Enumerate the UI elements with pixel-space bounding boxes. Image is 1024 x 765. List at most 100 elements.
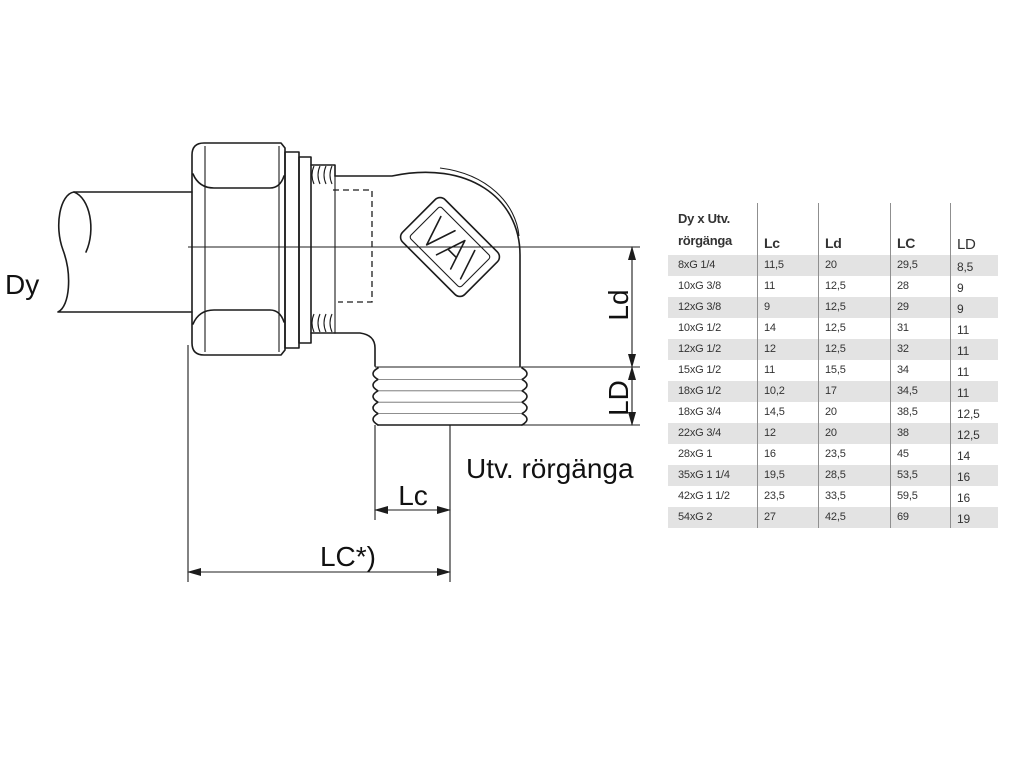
header-dimension-line1: Dy x Utv. (678, 211, 730, 226)
table-cell-lc-total: 59,5 (890, 486, 950, 507)
label-outlet-thread: Utv. rörgänga (466, 453, 634, 484)
label-lc-total: LC*) (320, 541, 376, 572)
table-cell-ld-thread: 11 (950, 339, 998, 360)
table-cell-ld: 12,5 (818, 276, 890, 297)
nut-facet-bottom (192, 309, 285, 325)
table-cell-lc-total: 38 (890, 423, 950, 444)
label-dy: Dy (5, 269, 39, 300)
manufacturer-logo (399, 196, 501, 298)
table-cell-ld-thread: 14 (950, 444, 998, 465)
table-cell-ld-thread: 11 (950, 381, 998, 402)
table-cell-dimension: 10xG 3/8 (678, 280, 722, 292)
table-cell-dimension: 54xG 2 (678, 511, 713, 523)
dimension-lc-total: LC*) (187, 541, 451, 576)
table-cell-ld: 33,5 (818, 486, 890, 507)
inlet-thread-crests-top (311, 165, 333, 185)
table-cell-ld-thread: 9 (950, 297, 998, 318)
inlet-thread-top-edge (310, 164, 336, 177)
elbow-body (334, 167, 521, 367)
pipe (57, 191, 193, 313)
table-cell-ld: 20 (818, 255, 890, 276)
nut-outline (191, 142, 286, 356)
table-cell-lc-total: 69 (890, 507, 950, 528)
table-cell-ld: 20 (818, 402, 890, 423)
table-cell-lc-total: 29,5 (890, 255, 950, 276)
outlet-threads (372, 367, 528, 426)
dimension-ld-thread: LD (603, 366, 636, 426)
table-cell-ld: 20 (818, 423, 890, 444)
table-cell-ld-thread: 19 (950, 507, 998, 528)
table-cell-lc: 12 (757, 339, 818, 360)
table-cell-lc-total: 34 (890, 360, 950, 381)
elbow-inner-corner (334, 332, 376, 367)
table-cell-dimension: 12xG 1/2 (678, 343, 722, 355)
outlet-thread-right-profile (521, 367, 528, 426)
table-cell-lc: 11 (757, 276, 818, 297)
table-cell-ld: 12,5 (818, 297, 890, 318)
label-ld-thread: LD (603, 380, 634, 416)
table-cell-ld-thread: 12,5 (950, 423, 998, 444)
table-cell-lc-total: 32 (890, 339, 950, 360)
table-cell-dimension: 18xG 3/4 (678, 406, 722, 418)
header-ld-thread-label: LD (957, 236, 976, 253)
outlet-thread-left-profile (372, 367, 379, 426)
table-cell-lc-total: 53,5 (890, 465, 950, 486)
pipe-break-line (73, 191, 92, 253)
table-cell-ld-thread: 9 (950, 276, 998, 297)
hidden-bore-lines (333, 189, 373, 303)
table-cell-lc-total: 28 (890, 276, 950, 297)
table-cell-lc-total: 45 (890, 444, 950, 465)
table-cell-ld: 23,5 (818, 444, 890, 465)
table-cell-lc: 9 (757, 297, 818, 318)
label-lc: Lc (398, 480, 428, 511)
header-ld-label: Ld (825, 235, 842, 251)
header-ld-thread: LD (950, 203, 998, 255)
inlet-threads (310, 164, 336, 334)
table-cell-lc: 11,5 (757, 255, 818, 276)
dimension-ld: Ld (603, 246, 636, 368)
table-cell-lc-total: 31 (890, 318, 950, 339)
compression-nut (191, 142, 286, 356)
table-cell-dimension: 8xG 1/4 (678, 259, 716, 271)
table-cell-lc: 14 (757, 318, 818, 339)
table-cell-lc-total: 38,5 (890, 402, 950, 423)
table-cell-ld-thread: 11 (950, 360, 998, 381)
inlet-thread-crests-bottom (311, 313, 333, 333)
table-cell-ld-thread: 16 (950, 465, 998, 486)
table-cell-ld: 28,5 (818, 465, 890, 486)
table-header: Dy x Utv. rörgänga Lc Ld LC LD (668, 203, 998, 255)
table-cell-lc: 14,5 (757, 402, 818, 423)
table-cell-lc: 11 (757, 360, 818, 381)
collar-inner (298, 156, 312, 344)
nut-facet-top (192, 173, 285, 189)
table-cell-dimension: 22xG 3/4 (678, 427, 722, 439)
table-cell-dimension: 15xG 1/2 (678, 364, 722, 376)
table-cell-ld: 12,5 (818, 339, 890, 360)
nut-collar (284, 151, 312, 349)
table-cell-dimension: 28xG 1 (678, 448, 713, 460)
elbow-inner-contour (439, 167, 520, 237)
table-cell-lc: 10,2 (757, 381, 818, 402)
table-cell-lc: 16 (757, 444, 818, 465)
table-cell-lc: 12 (757, 423, 818, 444)
table-cell-dimension: 35xG 1 1/4 (678, 469, 730, 481)
table-cell-ld: 17 (818, 381, 890, 402)
header-ld: Ld (818, 203, 890, 255)
table-cell-ld: 12,5 (818, 318, 890, 339)
table-cell-lc-total: 34,5 (890, 381, 950, 402)
dimension-table: Dy x Utv. rörgänga Lc Ld LC LD 8xG 1/4 11… (668, 203, 998, 528)
table-cell-lc: 23,5 (757, 486, 818, 507)
table-cell-ld-thread: 8,5 (950, 255, 998, 276)
